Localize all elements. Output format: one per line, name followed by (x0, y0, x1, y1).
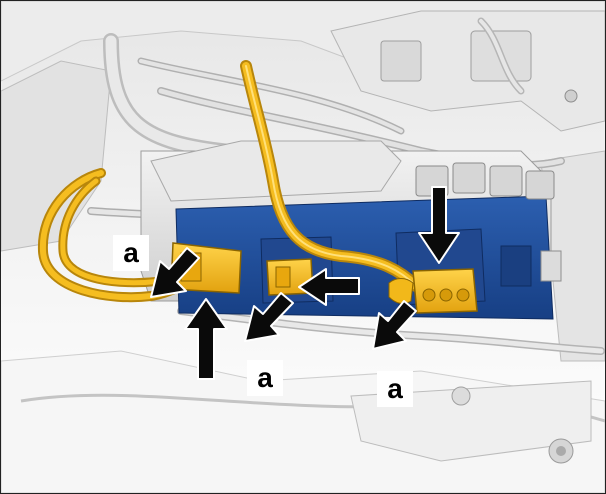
arrow-down (418, 186, 460, 264)
callout-a-bottom-right: a (377, 371, 413, 407)
connector-right (388, 268, 478, 314)
arrow-diagonal-middle (244, 292, 294, 342)
yellow-cable (37, 60, 422, 303)
fuse-connectors (415, 162, 555, 200)
arrows (150, 186, 460, 380)
arrow-left (298, 268, 360, 306)
arrow-diagonal-right (372, 300, 417, 350)
callout-a-bottom-middle: a (247, 360, 283, 396)
arrow-up (184, 298, 228, 380)
callout-a-left: a (113, 235, 149, 271)
arrow-diagonal-left (150, 247, 200, 298)
